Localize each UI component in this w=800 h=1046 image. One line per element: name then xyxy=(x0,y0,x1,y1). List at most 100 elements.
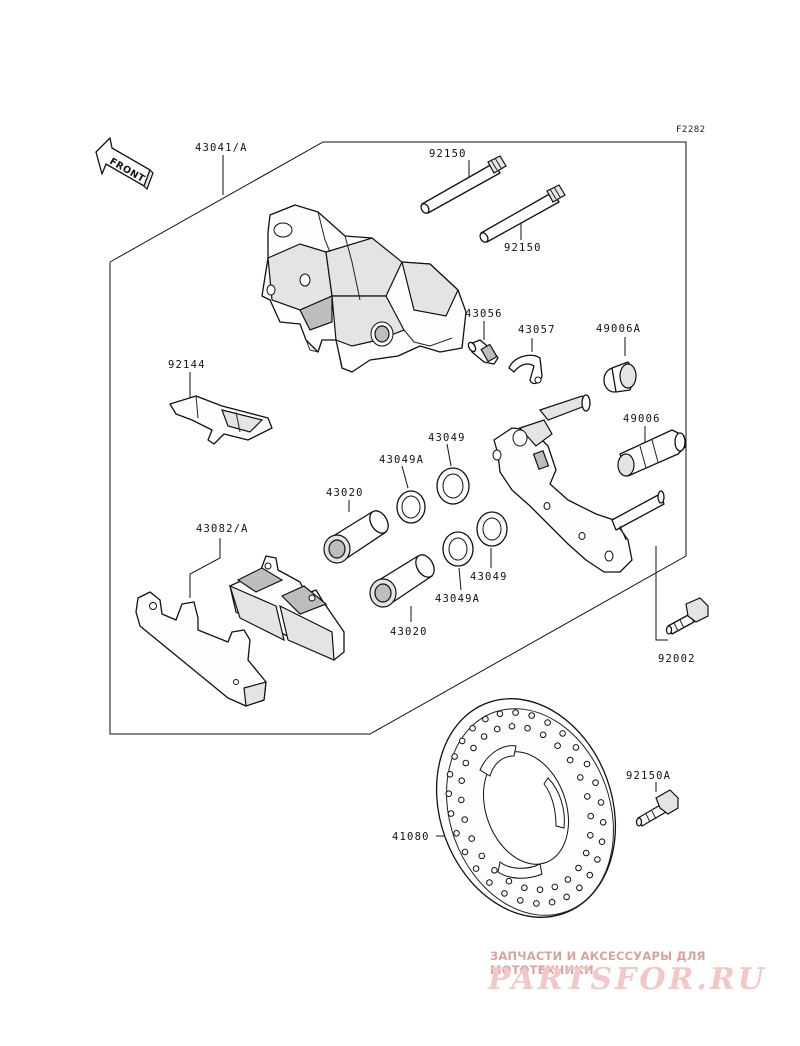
disc-vent-hole xyxy=(559,730,566,737)
disc-vent-hole xyxy=(461,816,469,823)
disc-vent-hole xyxy=(458,737,466,745)
disc-vent-hole xyxy=(486,879,493,886)
watermark-brand-logo: PARTSFOR.RU xyxy=(488,962,767,997)
piston-left xyxy=(323,510,389,564)
label-bleed-valve: 43056 xyxy=(465,308,503,320)
label-piston-left: 43020 xyxy=(326,487,364,499)
seal-top-a xyxy=(396,490,426,524)
brake-disc xyxy=(435,698,617,918)
watermark-tagline: ЗАПЧАСТИ И АКСЕССУАРЫ ДЛЯ МОТОТЕХНИКИ xyxy=(490,949,706,977)
disc-vent-hole xyxy=(447,810,455,817)
disc-vent-hole xyxy=(458,777,466,785)
disc-vent-hole xyxy=(493,725,501,733)
mounting-bolt xyxy=(665,597,709,635)
label-pad-set: 43082/A xyxy=(196,523,249,535)
disc-vent-hole xyxy=(598,838,606,846)
disc-vent-hole xyxy=(461,848,469,856)
label-clip: 43057 xyxy=(518,324,556,336)
retaining-clip xyxy=(508,354,543,385)
disc-vent-hole xyxy=(458,796,465,804)
disc-vent-hole xyxy=(548,898,556,906)
disc-vent-hole xyxy=(472,865,480,872)
disc-vent-hole xyxy=(524,724,531,732)
disc-vent-hole xyxy=(445,790,453,798)
disc-vent-hole xyxy=(478,852,486,860)
disc-vent-hole xyxy=(587,812,595,820)
disc-vent-hole xyxy=(576,884,583,892)
disc-vent-hole xyxy=(582,849,590,857)
label-disc-bolt: 92150A xyxy=(626,770,671,782)
disc-vent-hole xyxy=(521,884,528,892)
disc-vent-hole xyxy=(501,890,508,897)
disc-vent-hole xyxy=(554,742,561,750)
disc-vent-hole xyxy=(536,886,544,894)
label-boot-lower: 49006 xyxy=(623,413,661,425)
disc-vent-hole xyxy=(528,712,536,719)
label-spring: 92144 xyxy=(168,359,206,371)
disc-vent-hole xyxy=(594,856,601,863)
disc-vent-hole xyxy=(480,733,488,740)
disc-vent-hole xyxy=(482,715,489,723)
disc-vent-hole xyxy=(446,771,454,778)
boot-upper xyxy=(603,361,637,393)
disc-bolt xyxy=(635,789,679,827)
boot-lower xyxy=(617,429,687,477)
label-seal-bottom: 43049 xyxy=(470,571,508,583)
disc-vent-hole xyxy=(577,774,584,781)
label-disc: 41080 xyxy=(392,831,430,843)
disc-vent-hole xyxy=(462,759,470,767)
caliper-body xyxy=(261,204,467,373)
pin-lower xyxy=(479,184,566,243)
label-bolt: 92002 xyxy=(658,653,696,665)
disc-vent-hole xyxy=(539,731,547,739)
disc-vent-holes xyxy=(445,709,607,907)
disc-vent-hole xyxy=(517,897,524,904)
label-pin-upper: 92150 xyxy=(429,148,467,160)
bleed-valve xyxy=(467,339,499,365)
disc-vent-hole xyxy=(586,871,594,879)
brake-pad-set xyxy=(135,555,345,707)
label-seal-bottom-a: 43049A xyxy=(435,593,480,605)
disc-vent-hole xyxy=(587,832,594,839)
assembly-frame xyxy=(109,141,687,735)
label-boot-upper: 49006A xyxy=(596,323,641,335)
disc-vent-hole xyxy=(508,723,516,730)
disc-vent-hole xyxy=(453,830,460,837)
leader-lines xyxy=(189,155,668,837)
disc-vent-hole xyxy=(597,799,605,806)
disc-vent-hole xyxy=(572,744,580,751)
disc-vent-hole xyxy=(496,710,504,718)
piston-right xyxy=(369,554,435,608)
disc-vent-hole xyxy=(575,864,582,872)
seal-bottom-a xyxy=(442,531,474,567)
label-seal-top: 43049 xyxy=(428,432,466,444)
seal-bottom xyxy=(476,511,508,547)
seal-top xyxy=(436,467,470,505)
support-bracket xyxy=(492,394,665,573)
disc-vent-hole xyxy=(470,744,477,752)
label-seal-top-a: 43049A xyxy=(379,454,424,466)
disc-vent-hole xyxy=(469,724,476,732)
label-caliper-assembly: 43041/A xyxy=(195,142,248,154)
disc-vent-hole xyxy=(468,835,476,842)
disc-vent-hole xyxy=(551,883,559,891)
disc-vent-hole xyxy=(599,819,607,826)
disc-vent-hole xyxy=(533,900,540,907)
disc-vent-hole xyxy=(544,719,551,726)
disc-vent-hole xyxy=(563,893,570,901)
disc-vent-hole xyxy=(584,793,591,800)
label-piston-right: 43020 xyxy=(390,626,428,638)
label-pin-lower: 92150 xyxy=(504,242,542,254)
disc-vent-hole xyxy=(512,709,519,716)
disc-vent-hole xyxy=(564,876,572,883)
disc-vent-hole xyxy=(566,756,574,764)
pad-spring xyxy=(169,395,273,445)
part-labels: 43041/A 92150 92150 43056 43057 49006A 4… xyxy=(168,142,696,843)
disc-vent-hole xyxy=(491,867,498,874)
disc-vent-hole xyxy=(592,779,599,787)
figure-ref-label: F2282 xyxy=(676,125,706,135)
disc-vent-hole xyxy=(451,753,458,760)
disc-vent-hole xyxy=(505,877,513,885)
pin-upper xyxy=(420,155,507,214)
